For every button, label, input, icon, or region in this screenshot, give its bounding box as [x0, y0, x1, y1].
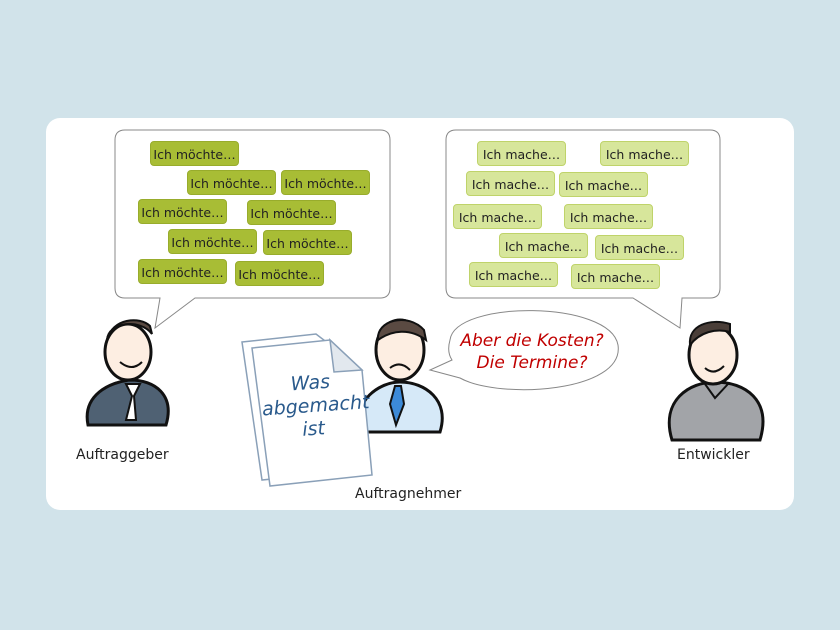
contractor-speech-text: Aber die Kosten? Die Termine?: [452, 330, 612, 374]
contractor-label: Auftragnehmer: [355, 486, 462, 502]
client-wish-chip: Ich möchte…: [168, 229, 257, 254]
client-wish-chip: Ich möchte…: [235, 261, 324, 286]
client-figure: [85, 319, 170, 427]
document-icon: [241, 333, 373, 487]
developer-task-chip: Ich mache…: [600, 141, 689, 166]
developer-task-chip: Ich mache…: [595, 235, 684, 260]
client-wish-chip: Ich möchte…: [263, 230, 352, 255]
developer-task-chip: Ich mache…: [559, 172, 648, 197]
contractor-figure: [357, 318, 444, 434]
developer-task-chip: Ich mache…: [466, 171, 555, 196]
client-label: Auftraggeber: [76, 447, 169, 463]
client-wish-chip: Ich möchte…: [138, 259, 227, 284]
client-wish-chip: Ich möchte…: [247, 200, 336, 225]
client-wish-chip: Ich möchte…: [138, 199, 227, 224]
client-wish-chip: Ich möchte…: [187, 170, 276, 195]
client-wish-chip: Ich möchte…: [281, 170, 370, 195]
document-text: Was abgemacht ist: [260, 369, 370, 445]
client-wish-chip: Ich möchte…: [150, 141, 239, 166]
contractor-speech-bubble: [428, 310, 619, 391]
developer-task-chip: Ich mache…: [571, 264, 660, 289]
developer-label: Entwickler: [677, 447, 750, 463]
developer-task-chip: Ich mache…: [499, 233, 588, 258]
developer-figure: [667, 320, 765, 442]
developer-task-chip: Ich mache…: [453, 204, 542, 229]
developer-task-chip: Ich mache…: [477, 141, 566, 166]
speech-line: Aber die Kosten?: [460, 331, 604, 351]
speech-line: Die Termine?: [476, 353, 588, 373]
developer-task-chip: Ich mache…: [469, 262, 558, 287]
developer-task-chip: Ich mache…: [564, 204, 653, 229]
